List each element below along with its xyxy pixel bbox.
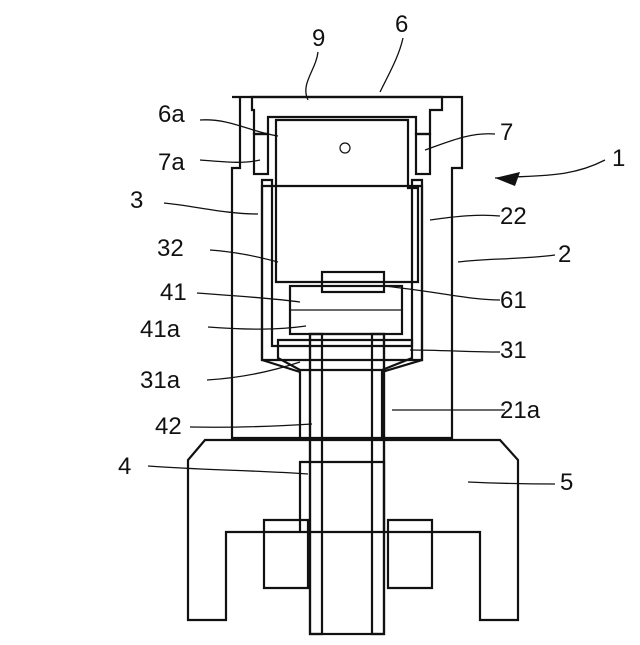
label-9: 9 [312,25,325,52]
label-61: 61 [500,287,527,314]
label-7: 7 [500,119,513,146]
label-22: 22 [500,203,527,230]
label-4: 4 [118,453,131,480]
flange-31 [278,340,412,370]
label-5: 5 [560,469,573,496]
label-31: 31 [500,337,527,364]
threaded-inserts [264,520,432,588]
label-2: 2 [558,241,571,268]
label-6a: 6a [158,101,185,128]
housing-2 [232,97,462,438]
label-42: 42 [155,413,182,440]
pin-head-41 [290,286,402,334]
nut-5 [188,440,518,620]
label-41a: 41a [140,316,181,343]
cap-9 [252,97,442,134]
ring-7 [254,134,430,174]
arrow-head-icon [495,172,520,186]
label-7a: 7a [158,149,185,176]
plug-6 [276,120,418,282]
label-32: 32 [157,235,184,262]
label-6: 6 [395,11,408,38]
tube-42 [310,334,384,634]
label-1: 1 [612,145,625,172]
label-21a: 21a [500,397,541,424]
label-41: 41 [160,279,187,306]
label-3: 3 [130,187,143,214]
label-31a: 31a [140,367,181,394]
